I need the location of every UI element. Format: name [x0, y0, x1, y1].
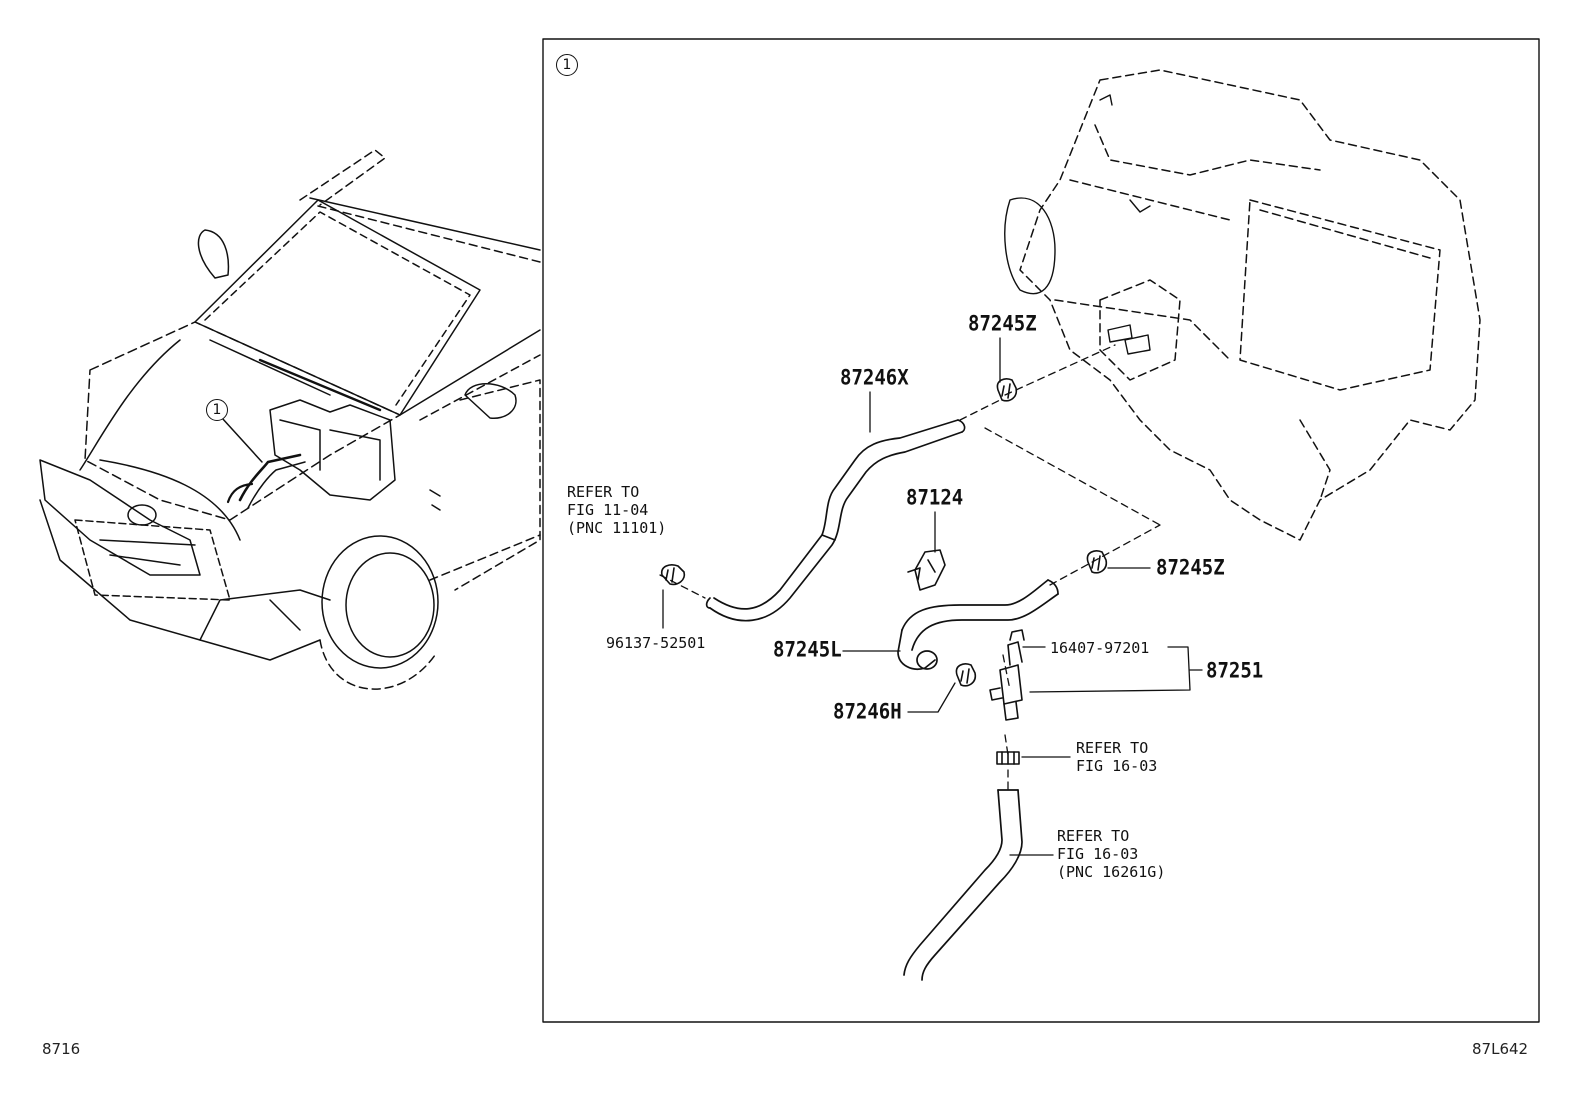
label-87245z-top: 87245Z [968, 311, 1037, 337]
label-87245l: 87245L [773, 637, 842, 663]
heater-unit [1019, 69, 1481, 541]
hose-bottom [903, 789, 1023, 981]
clamp-87246h [955, 663, 977, 687]
label-87246h: 87246H [833, 699, 902, 725]
footer-right-code: 87L642 [1472, 1040, 1529, 1058]
ref-left-line2: FIG 11-04 [567, 501, 649, 519]
panel-marker: 1 [556, 54, 578, 76]
label-96137-52501: 96137-52501 [606, 634, 706, 652]
bracket-87124 [907, 549, 946, 591]
clip-lower [996, 751, 1020, 765]
label-87245z-right: 87245Z [1156, 555, 1225, 581]
car-marker: 1 [206, 399, 228, 421]
clamp-top [996, 378, 1018, 402]
label-87124: 87124 [906, 485, 964, 511]
ref-mid-line1: REFER TO [1076, 739, 1149, 757]
ref-note-left: REFER TO FIG 11-04 (PNC 11101) [567, 483, 666, 537]
ref-bottom-line1: REFER TO [1057, 827, 1130, 845]
label-87251: 87251 [1206, 658, 1264, 684]
detail-frame [542, 38, 1540, 1023]
ref-mid-line2: FIG 16-03 [1076, 757, 1158, 775]
ref-note-mid: REFER TO FIG 16-03 [1076, 739, 1157, 775]
ref-left-line3: (PNC 11101) [567, 519, 667, 537]
clamp-right [1086, 550, 1108, 574]
leader-lines [662, 337, 1203, 856]
label-87246x: 87246X [840, 365, 909, 391]
hose-87245l [897, 579, 1059, 670]
ref-bottom-line2: FIG 16-03 [1057, 845, 1139, 863]
heater-details [1004, 94, 1151, 355]
valve-87251 [989, 629, 1025, 721]
footer-left-code: 8716 [42, 1040, 81, 1058]
label-16407-97201: 16407-97201 [1050, 639, 1150, 657]
ref-bottom-line3: (PNC 16261G) [1057, 863, 1166, 881]
car-illustration [39, 149, 541, 690]
ref-left-line1: REFER TO [567, 483, 640, 501]
connector-lines [659, 344, 1161, 791]
ref-note-bottom: REFER TO FIG 16-03 (PNC 16261G) [1057, 827, 1165, 881]
clamp-96137 [660, 564, 686, 586]
hose-87246x [705, 419, 966, 622]
